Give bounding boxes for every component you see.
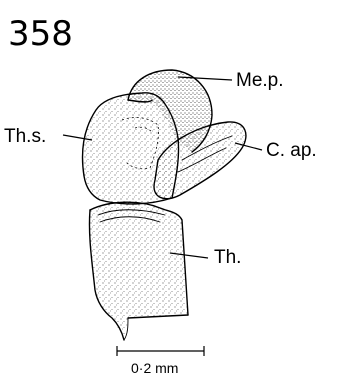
- thoracic-sclerite-structure: [83, 93, 179, 204]
- label-mep: Me.p.: [236, 70, 284, 91]
- scale-bar-label: 0·2 mm: [131, 360, 178, 376]
- label-th: Th.: [214, 247, 241, 268]
- scale-bar: 0·2 mm: [117, 346, 204, 376]
- thorax-structure: [89, 202, 188, 340]
- label-ths: Th.s.: [4, 126, 46, 147]
- label-cap: C. ap.: [266, 140, 317, 161]
- figure-number: 358: [8, 14, 73, 54]
